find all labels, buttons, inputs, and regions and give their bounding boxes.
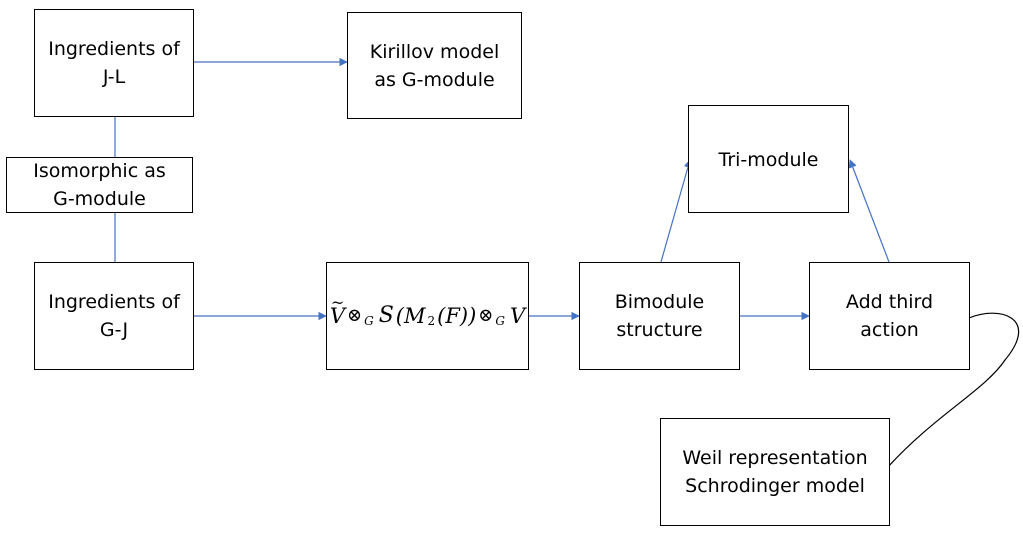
- tensor-formula: V ⊗ G S (M 2 (F)) ⊗ G V: [330, 289, 526, 330]
- formula-v: V: [509, 304, 526, 328]
- isomorphic-line2: G-module: [53, 188, 146, 210]
- formula-inner-open: (M: [395, 304, 426, 328]
- kirillov-line2: as G-module: [374, 68, 495, 91]
- isomorphic-line1: Isomorphic as: [33, 160, 166, 182]
- weil-line1: Weil representation: [682, 447, 868, 469]
- trimodule-line1: Tri-module: [718, 149, 819, 171]
- add-third-node: Add third action: [809, 262, 970, 370]
- kirillov-node: Kirillov model as G-module: [347, 12, 522, 119]
- isomorphic-label-node: Isomorphic as G-module: [6, 157, 193, 213]
- formula-subscript-g-2: G: [495, 314, 505, 328]
- arrow-bimodule-to-trimodule: [660, 159, 692, 263]
- formula-schwartz-s: S: [378, 303, 394, 328]
- ingredients-jl-line1: Ingredients of: [48, 38, 180, 60]
- add-third-line2: action: [860, 319, 919, 341]
- trimodule-node: Tri-module: [688, 105, 849, 213]
- ingredients-gj-line1: Ingredients of: [48, 291, 180, 313]
- formula-otimes-1: ⊗: [347, 305, 363, 326]
- add-third-line1: Add third: [845, 291, 934, 313]
- bimodule-line1: Bimodule: [614, 291, 705, 313]
- ingredients-jl-node: Ingredients of J-L: [34, 9, 194, 117]
- formula-inner-sub: 2: [427, 314, 436, 328]
- formula-otimes-2: ⊗: [478, 305, 494, 326]
- bimodule-line2: structure: [616, 319, 703, 341]
- curve-weil-to-addthird: [886, 312, 1020, 469]
- kirillov-line1: Kirillov model: [369, 40, 500, 63]
- weil-line2: Schrodinger model: [685, 475, 865, 497]
- ingredients-gj-node: Ingredients of G-J: [34, 262, 194, 370]
- formula-subscript-g-1: G: [364, 314, 374, 328]
- formula-v-tilde: V: [330, 289, 345, 330]
- formula-inner-close: (F)): [437, 304, 477, 328]
- weil-node: Weil representation Schrodinger model: [660, 418, 890, 526]
- ingredients-jl-line2: J-L: [102, 66, 126, 88]
- arrow-addthird-to-trimodule: [848, 159, 890, 263]
- bimodule-node: Bimodule structure: [579, 262, 740, 370]
- tensor-formula-node: V ⊗ G S (M 2 (F)) ⊗ G V: [326, 262, 529, 370]
- ingredients-gj-line2: G-J: [99, 319, 129, 341]
